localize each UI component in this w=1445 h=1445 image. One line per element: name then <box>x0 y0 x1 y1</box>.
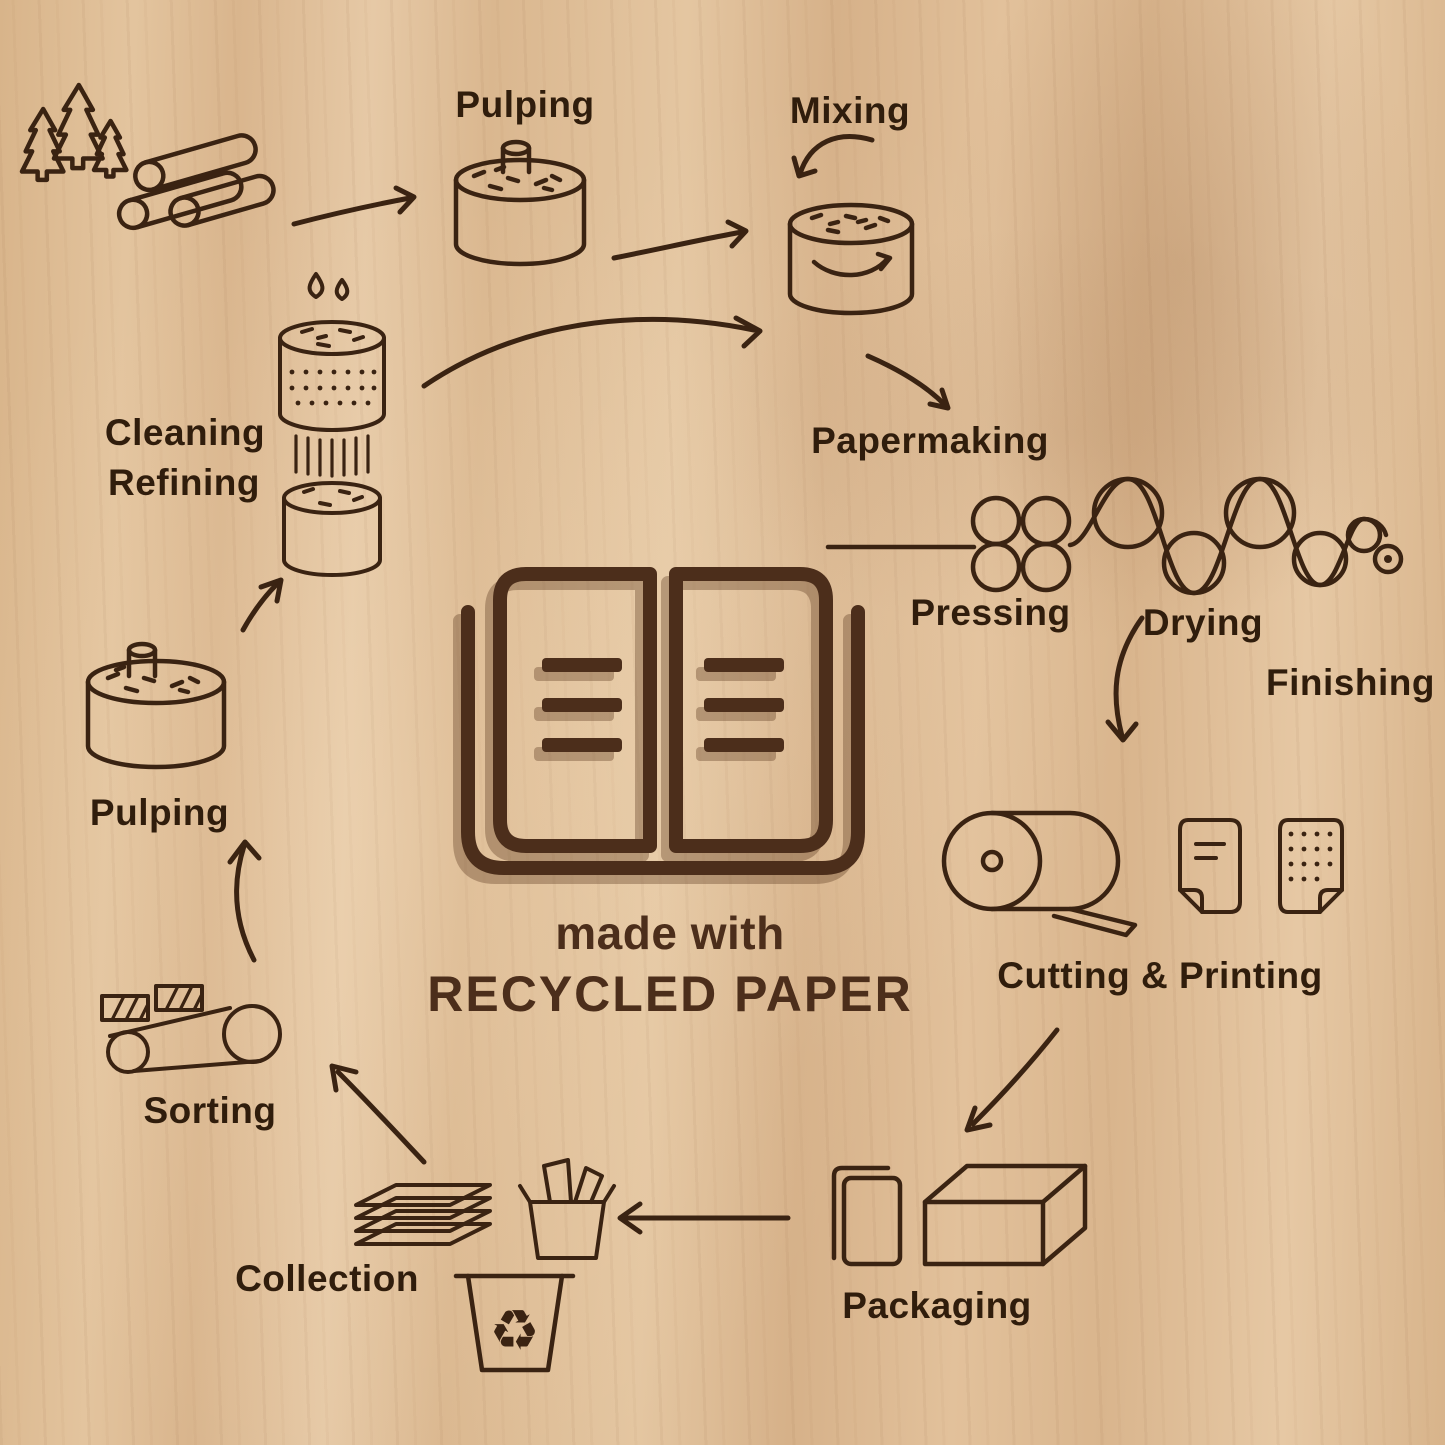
paper-roll-icon <box>938 795 1143 938</box>
sorting-conveyor-icon <box>98 968 316 1080</box>
label-collection: Collection <box>235 1258 419 1299</box>
pulping-vat-icon <box>446 132 594 284</box>
arrow-packaging-to-collection-icon <box>610 1194 798 1242</box>
mixing-vat-icon <box>782 192 920 334</box>
arrow-collection-to-sorting-icon <box>320 1056 438 1172</box>
open-book-icon <box>452 542 874 910</box>
label-pressing: Pressing <box>910 592 1071 633</box>
arrow-drying-down-icon <box>1096 612 1158 748</box>
label-mixing: Mixing <box>789 90 911 131</box>
water-drop <box>307 272 325 299</box>
recycle-bin-icon: ♻ <box>452 1262 577 1377</box>
label-packaging: Packaging <box>842 1285 1032 1326</box>
label-refining: Refining <box>108 462 260 503</box>
label-cutting-printing: Cutting & Printing <box>997 955 1323 996</box>
center-caption-line2: RECYCLED PAPER <box>427 966 913 1022</box>
label-drying: Drying <box>1142 602 1264 643</box>
cleaning-refining-icon <box>270 272 398 580</box>
arrow-sorting-to-pulping-icon <box>218 836 276 968</box>
papermaking-machine-icon <box>825 455 1406 607</box>
printed-sheets-icon <box>1178 818 1346 920</box>
packaged-book-icon <box>826 1158 904 1267</box>
label-pulping-top: Pulping <box>455 84 595 125</box>
label-papermaking: Papermaking <box>811 420 1049 461</box>
label-sorting: Sorting <box>143 1090 277 1131</box>
arrow-pulping-to-mixing-icon <box>608 214 764 270</box>
center-caption-line1: made with <box>555 907 785 959</box>
pulping-vat-left-icon <box>80 626 232 784</box>
water-drop <box>334 278 350 301</box>
trees-icon <box>22 85 140 207</box>
arrow-mixing-curve-icon <box>790 128 880 190</box>
arrow-refining-to-mixing-icon <box>418 296 776 396</box>
label-finishing: Finishing <box>1266 662 1435 703</box>
arrow-pulping-to-cleaning-icon <box>231 574 293 638</box>
arrow-cutting-to-packaging-icon <box>955 1022 1073 1140</box>
arrow-logs-to-pulping-icon <box>288 178 430 240</box>
arrow-mixing-to-papermaking-icon <box>860 348 960 420</box>
paper-stack-icon <box>338 1178 516 1266</box>
packaging-box-icon <box>915 1148 1105 1270</box>
label-pulping-left: Pulping <box>89 792 230 833</box>
logs-icon <box>112 133 282 268</box>
recycle-symbol-icon: ♻ <box>489 1298 540 1364</box>
collection-box-icon <box>518 1152 616 1264</box>
label-cleaning: Cleaning <box>104 412 266 453</box>
